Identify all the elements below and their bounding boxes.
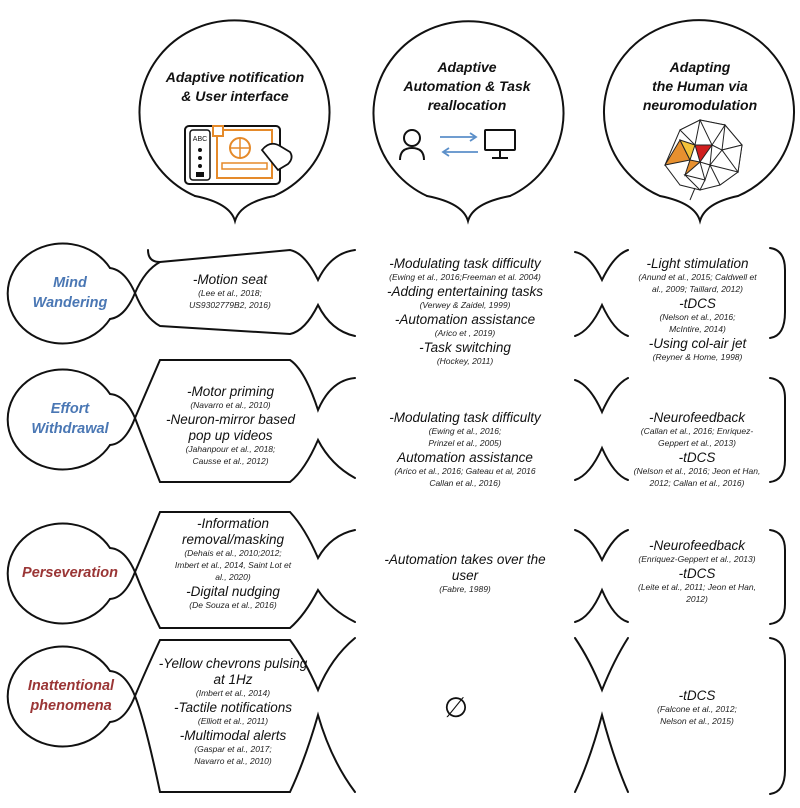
r2-c3-block: -Neurofeedback (Callan et al., 2016; Enr… [633,410,761,488]
header-circle-2 [372,20,565,197]
state-circle-2 [6,368,111,471]
state-circle-3 [6,522,111,625]
stem-1 [194,195,275,225]
r3-c2-block: -Automation takes over the user (Fabre, … [384,552,546,594]
r1-c3-block: -Light stimulation (Anund et al., 2015; … [638,256,757,362]
state-perseveration: Perseveration [22,565,118,581]
state-circle-1 [6,242,111,345]
r2-c2-block: -Modulating task difficulty (Ewing et al… [389,410,541,488]
r3-c1-block: -Information removal/masking (Dehais et … [174,516,292,610]
empty-set-symbol: ∅ [443,691,469,724]
header-circle-1 [138,19,331,197]
r4-c1-block: -Yellow chevrons pulsing at 1Hz (Imbert … [158,656,308,766]
r1-c2-block: -Modulating task difficulty (Ewing et al… [386,256,544,366]
r3-c3-block: -Neurofeedback (Enriquez-Geppert et al.,… [638,538,756,604]
svg-text:ABC: ABC [193,136,207,143]
header-circle-3 [603,19,795,197]
header-col1: Adaptive notification& User interface [165,69,305,104]
state-circle-4 [6,645,111,748]
r4-c3-block: -tDCS (Falcone et al., 2012; Nelson et a… [657,688,737,726]
tablet-touch-icon: ABC [184,125,293,185]
person-computer-swap-icon [399,129,516,161]
polygon-brain-icon [663,119,743,201]
r2-c1-block: -Motor priming (Navarro et al., 2010) -N… [165,384,296,466]
stem-2 [426,195,511,225]
r1-c1-block: -Motion seat (Lee et al., 2018; US930277… [189,272,271,310]
stem-3 [659,195,739,225]
